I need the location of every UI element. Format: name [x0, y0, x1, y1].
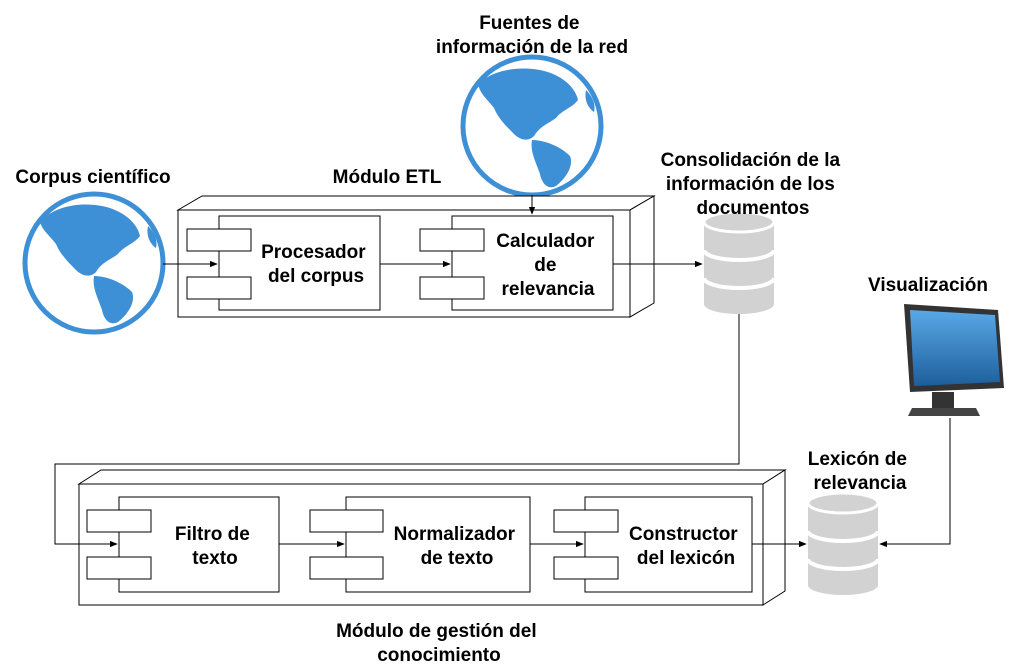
builder-label: Constructor del lexicón — [629, 524, 743, 569]
lexicon-label: Lexicón de relevancia — [808, 449, 913, 494]
web-source-label: Fuentes de información de la red — [436, 13, 628, 58]
web-globe-icon — [460, 54, 604, 198]
filter-label: Filtro de texto — [175, 524, 255, 569]
corpus-label: Corpus científico — [15, 167, 170, 188]
consolidation-database-icon — [702, 210, 776, 314]
visualization-label: Visualización — [868, 275, 988, 296]
normalizer-component — [309, 496, 531, 593]
monitor-icon — [904, 304, 1004, 416]
processor-label: Procesador del corpus — [261, 242, 371, 287]
processor-component — [186, 215, 381, 311]
consolidation-label: Consolidación de la información de los d… — [661, 150, 846, 219]
calculator-label: Calculador de relevancia — [496, 231, 599, 300]
filter-component — [86, 496, 280, 593]
calculator-component — [419, 215, 614, 311]
knowledge-module-title: Módulo de gestión del conocimiento — [336, 621, 542, 666]
corpus-globe-icon — [22, 191, 166, 335]
connectors — [54, 195, 951, 548]
normalizer-label: Normalizador de texto — [394, 524, 521, 569]
labels: Fuentes de información de la red Corpus … — [15, 13, 988, 666]
lexicon-database-icon — [806, 491, 880, 595]
etl-module-title: Módulo ETL — [333, 167, 442, 188]
